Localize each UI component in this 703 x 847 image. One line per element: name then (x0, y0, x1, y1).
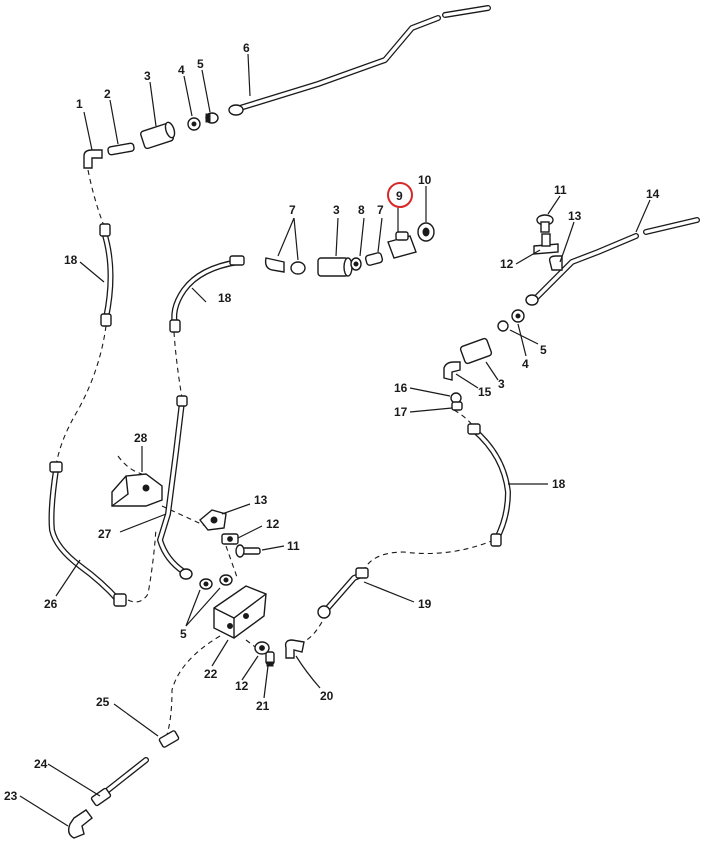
dashed-line-5 (127, 527, 157, 603)
nut-4-right (511, 309, 525, 323)
callout-28: 28 (134, 431, 148, 445)
callout-19: 19 (418, 597, 432, 611)
callout-11: 11 (287, 539, 300, 553)
callout-17: 17 (394, 405, 408, 419)
fitting-9 (387, 231, 417, 259)
elbow-15 (443, 361, 461, 381)
elbow-1 (83, 149, 103, 169)
bracket-28 (111, 473, 163, 507)
dashed-line-3 (173, 331, 183, 399)
callout-23: 23 (4, 789, 18, 803)
callout-9: 9 (396, 189, 403, 203)
dashed-line-12 (225, 545, 239, 581)
callout-20: 20 (320, 689, 334, 703)
dashed-line-11 (245, 639, 263, 653)
callout-3: 3 (333, 203, 340, 217)
dashed-line-2 (55, 325, 107, 467)
leader-lines (19, 53, 651, 827)
tee-12-lower (221, 533, 239, 545)
callout-12: 12 (266, 517, 280, 531)
tube-14 (525, 217, 700, 306)
tube-6 (228, 5, 491, 116)
callout-12: 12 (500, 257, 514, 271)
callout-27: 27 (98, 527, 112, 541)
fitting-5-right (497, 320, 509, 332)
bolt-21 (265, 651, 275, 667)
cap-10 (417, 222, 435, 242)
coupling-3-top (140, 121, 176, 150)
callout-25: 25 (96, 695, 110, 709)
coupling-3-middle (317, 257, 353, 277)
callout-16: 16 (394, 381, 408, 395)
callout-2: 2 (104, 87, 111, 101)
callout-11: 11 (554, 183, 567, 197)
callout-14: 14 (646, 187, 660, 201)
cap-11-upper (536, 214, 554, 233)
callout-22: 22 (204, 667, 218, 681)
tube-19 (317, 567, 369, 619)
callout-18: 18 (552, 477, 566, 491)
dashed-line-9 (117, 455, 143, 475)
fitting-12-lower (254, 641, 270, 655)
elbow-23 (67, 809, 93, 839)
elbow-7-left (264, 257, 306, 275)
tube-27 (157, 395, 193, 580)
hose-18-left (99, 223, 114, 327)
highlight-circle-9 (387, 182, 413, 208)
nipple-7-right (364, 252, 384, 266)
callout-5: 5 (540, 343, 547, 357)
callout-1: 1 (76, 97, 83, 111)
callout-4: 4 (178, 63, 185, 77)
fitting-16-17 (450, 392, 463, 411)
elbow-20 (284, 639, 305, 659)
hose-18-right (467, 423, 511, 547)
callout-13: 13 (568, 209, 582, 223)
fitting-25 (158, 730, 180, 748)
elbow-13-upper (548, 255, 563, 271)
coupling-3-right (459, 337, 493, 365)
bolt-11-lower (235, 544, 261, 558)
callout-4: 4 (522, 357, 529, 371)
callout-7: 7 (289, 203, 296, 217)
dashed-line-7 (297, 613, 327, 645)
nut-4-top (187, 117, 201, 131)
hose-18-middle (169, 255, 245, 333)
callout-labels: 1 2 3 4 5 6 7 3 8 7 9 10 11 12 13 14 4 5… (4, 41, 660, 803)
dashed-line-1 (87, 169, 105, 227)
dashed-line-6 (361, 539, 495, 575)
hose-26 (48, 461, 127, 607)
callout-3: 3 (144, 69, 151, 83)
callout-15: 15 (478, 385, 492, 399)
callout-5: 5 (180, 627, 187, 641)
bracket-13-lower (199, 509, 227, 531)
callout-10: 10 (418, 173, 432, 187)
fittings-5-lower (199, 574, 233, 590)
callout-7: 7 (377, 203, 384, 217)
callout-26: 26 (44, 597, 58, 611)
tube-24 (90, 757, 149, 807)
callout-21: 21 (256, 699, 270, 713)
callout-18: 18 (64, 253, 78, 267)
tee-12-upper (533, 233, 559, 255)
callout-5: 5 (197, 57, 204, 71)
block-22 (213, 585, 267, 639)
nut-8 (350, 257, 362, 271)
callout-12: 12 (235, 679, 249, 693)
callout-8: 8 (358, 203, 365, 217)
nipple-2 (107, 142, 135, 156)
callout-18: 18 (218, 291, 232, 305)
callout-13: 13 (254, 493, 268, 507)
callout-24: 24 (34, 757, 48, 771)
fitting-5-top (205, 112, 219, 124)
callout-6: 6 (243, 41, 250, 55)
dashed-line-8 (165, 635, 221, 739)
callout-3: 3 (498, 377, 505, 391)
